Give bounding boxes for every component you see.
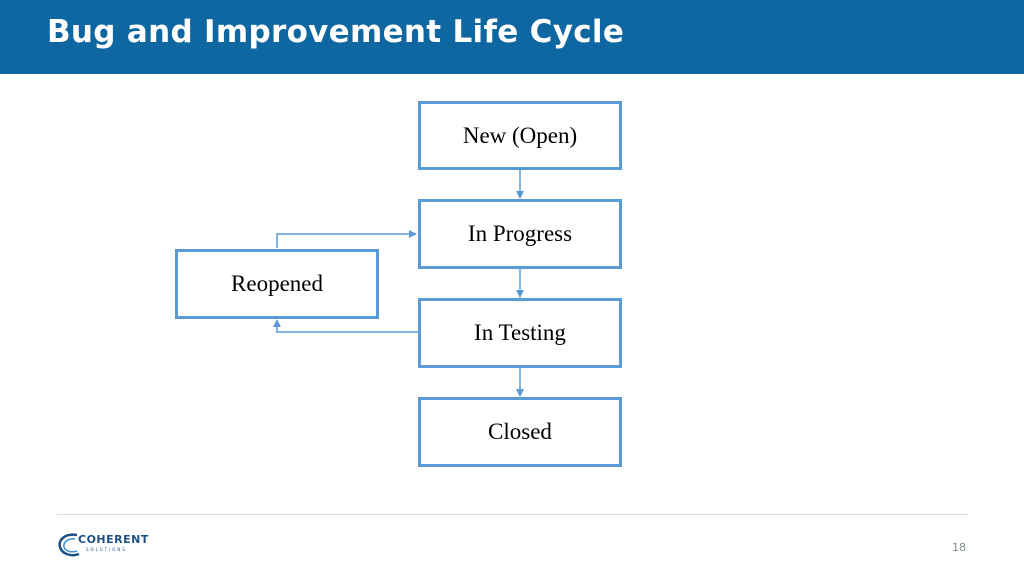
arrow-reopened-to-progress bbox=[276, 230, 417, 248]
node-label: Closed bbox=[488, 419, 552, 444]
node-label: New (Open) bbox=[462, 122, 578, 148]
title-bar: Bug and Improvement Life Cycle bbox=[0, 0, 1024, 74]
node-label: Reopened bbox=[231, 271, 323, 296]
logo-tagline: SOLUTIONS bbox=[86, 547, 127, 552]
node-new-open: New (Open) bbox=[418, 101, 622, 170]
company-logo: COHERENT SOLUTIONS bbox=[57, 530, 149, 560]
page-number: 18 bbox=[952, 541, 966, 554]
logo-name: COHERENT bbox=[78, 533, 149, 546]
node-in-testing: In Testing bbox=[418, 298, 622, 368]
node-label: In Progress bbox=[467, 221, 573, 246]
footer-divider bbox=[57, 514, 969, 515]
node-reopened: Reopened bbox=[175, 249, 379, 319]
node-label: In Testing bbox=[474, 320, 566, 345]
node-closed: Closed bbox=[418, 397, 622, 467]
logo-swirl-icon bbox=[58, 533, 80, 557]
arrow-testing-to-reopened bbox=[273, 319, 418, 333]
slide-title: Bug and Improvement Life Cycle bbox=[47, 14, 625, 50]
node-in-progress: In Progress bbox=[418, 199, 622, 269]
